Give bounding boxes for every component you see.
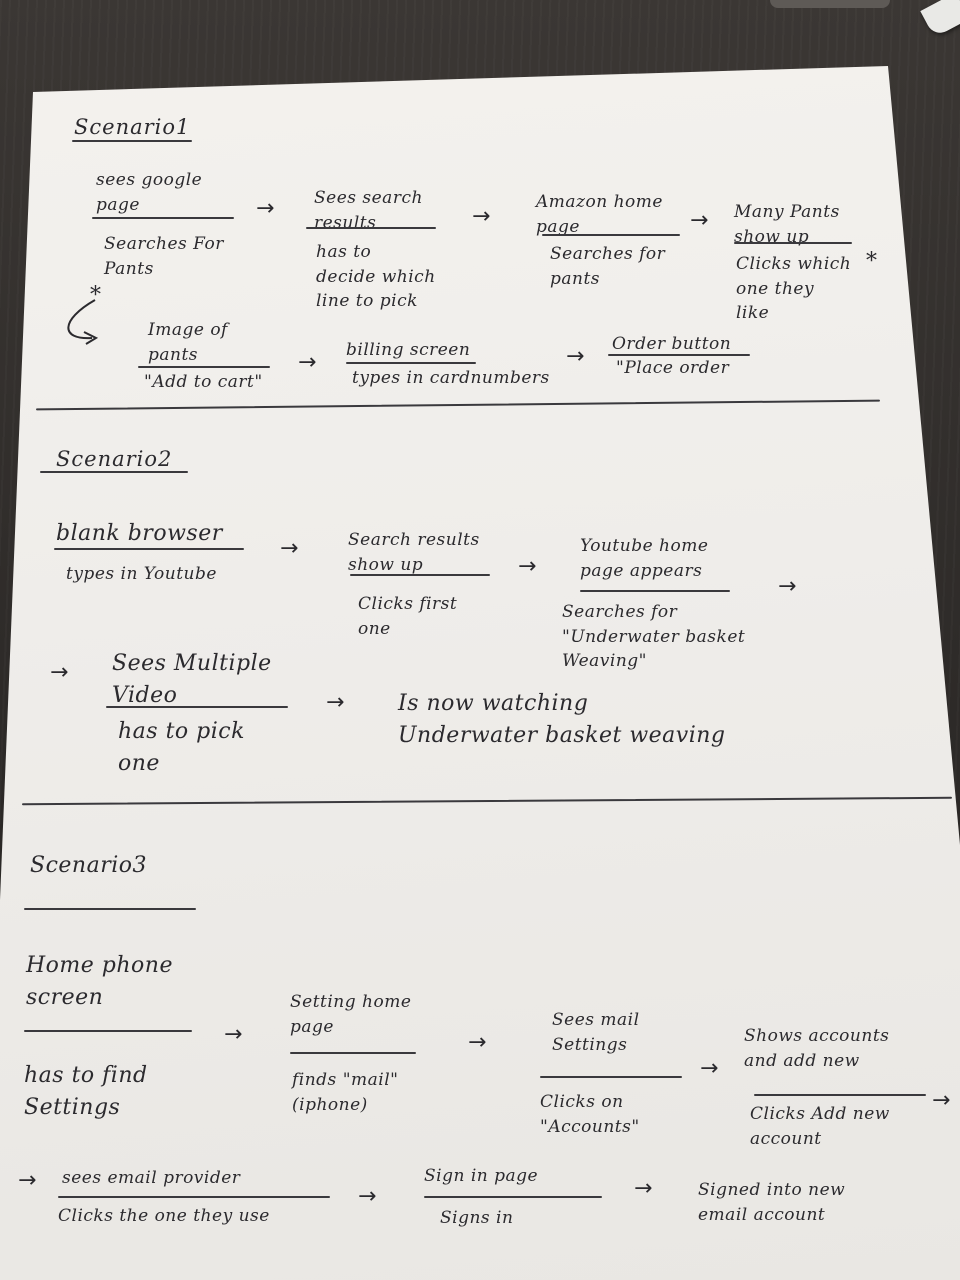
s3-arrow-4: → <box>932 1088 951 1113</box>
s1-arrow-3: → <box>690 208 709 233</box>
s3-step1-divider <box>24 1030 192 1032</box>
s3-step6-divider <box>424 1196 602 1198</box>
s1-step1-action: Searches For Pants <box>104 234 224 279</box>
s1-step4-screen: Many Pants show up <box>734 202 840 247</box>
s3-arrow-2: → <box>468 1030 487 1055</box>
s3-step6-action: Signs in <box>440 1208 514 1228</box>
s3-step1-action: has to find Settings <box>24 1063 148 1120</box>
s1-step2-divider <box>306 227 436 229</box>
s3-step3-divider <box>540 1076 682 1078</box>
s1-step1-screen: sees google page <box>96 170 203 215</box>
s2-arrow-4: → <box>326 690 345 715</box>
s3-arrow-1: → <box>224 1022 243 1047</box>
s2-step4-screen: Sees Multiple Video <box>112 651 272 708</box>
s2-step4-action: has to pick one <box>118 719 245 776</box>
s1-step6-screen: billing screen <box>346 340 471 360</box>
s2-step2-screen: Search results show up <box>348 530 480 575</box>
s1-step7-screen: Order button <box>612 334 732 354</box>
s1-step4-action: Clicks which one they like <box>736 254 852 324</box>
scenario1-separator <box>36 399 880 411</box>
s1-arrow-1: → <box>256 196 275 221</box>
scenario2-title: Scenario2 <box>56 447 173 471</box>
s2-step1-divider <box>54 548 244 550</box>
s1-step3-screen: Amazon home page <box>536 192 663 237</box>
s2-arrow-continue: → <box>50 660 69 685</box>
s2-step2-action: Clicks first one <box>358 594 458 639</box>
s3-arrow-continue: → <box>18 1168 37 1193</box>
s2-arrow-2: → <box>518 554 537 579</box>
s3-step2-screen: Setting home page <box>290 992 412 1037</box>
s1-step1-divider <box>92 217 234 219</box>
cup-rim <box>770 0 890 8</box>
s1-arrow-5: → <box>566 344 585 369</box>
s3-step5-divider <box>58 1196 330 1198</box>
s3-step2-divider <box>290 1052 416 1054</box>
s3-step1-screen: Home phone screen <box>26 953 173 1010</box>
s1-step7-action: "Place order <box>616 358 730 378</box>
s3-step5-screen: sees email provider <box>62 1168 241 1188</box>
s2-step5-screen: Is now watching Underwater basket weavin… <box>398 691 726 748</box>
s2-step1-screen: blank browser <box>56 521 223 546</box>
s1-asterisk-marker-right: * <box>866 249 878 274</box>
s3-step4-divider <box>754 1094 926 1096</box>
s3-step5-action: Clicks the one they use <box>58 1206 270 1226</box>
s3-step7-screen: Signed into new email account <box>698 1180 846 1225</box>
scenario2-separator <box>22 796 952 806</box>
s2-step3-action: Searches for "Underwater basket Weaving" <box>562 602 746 672</box>
s1-step7-divider <box>608 354 750 356</box>
s1-step3-divider <box>542 234 680 236</box>
s1-step4-divider <box>734 242 852 244</box>
s3-step2-action: finds "mail" (iphone) <box>292 1070 399 1115</box>
s2-step2-divider <box>350 574 490 576</box>
s3-step3-action: Clicks on "Accounts" <box>540 1092 640 1137</box>
scenario3-title: Scenario3 <box>30 853 147 878</box>
s2-arrow-3: → <box>778 574 797 599</box>
s2-step3-divider <box>580 590 730 592</box>
s1-step6-divider <box>346 362 476 364</box>
s1-step6-action: types in cardnumbers <box>352 368 550 388</box>
s2-step3-screen: Youtube home page appears <box>580 536 709 581</box>
scenario2-title-underline <box>40 471 188 473</box>
s3-arrow-5: → <box>358 1184 377 1209</box>
s3-step4-screen: Shows accounts and add new <box>744 1026 890 1071</box>
s3-step3-screen: Sees mail Settings <box>552 1010 640 1055</box>
scenario1-title: Scenario1 <box>74 115 191 139</box>
s1-step5-screen: Image of pants <box>148 320 228 365</box>
s1-arrow-4: → <box>298 350 317 375</box>
s1-step3-action: Searches for pants <box>550 244 666 289</box>
s1-asterisk-marker-left: * <box>90 283 102 308</box>
s2-step1-action: types in Youtube <box>66 564 217 584</box>
s3-step4-action: Clicks Add new account <box>750 1104 890 1149</box>
s1-step5-divider <box>138 366 270 368</box>
scenario1-title-underline <box>72 140 192 142</box>
s2-arrow-1: → <box>280 536 299 561</box>
scenario3-title-underline <box>24 908 196 910</box>
s3-arrow-6: → <box>634 1176 653 1201</box>
s2-step4-divider <box>106 706 288 708</box>
s3-step6-screen: Sign in page <box>424 1166 539 1186</box>
s1-step2-action: has to decide which line to pick <box>316 242 436 312</box>
s1-arrow-2: → <box>472 204 491 229</box>
s3-arrow-3: → <box>700 1056 719 1081</box>
s1-step5-action: "Add to cart" <box>144 372 263 392</box>
